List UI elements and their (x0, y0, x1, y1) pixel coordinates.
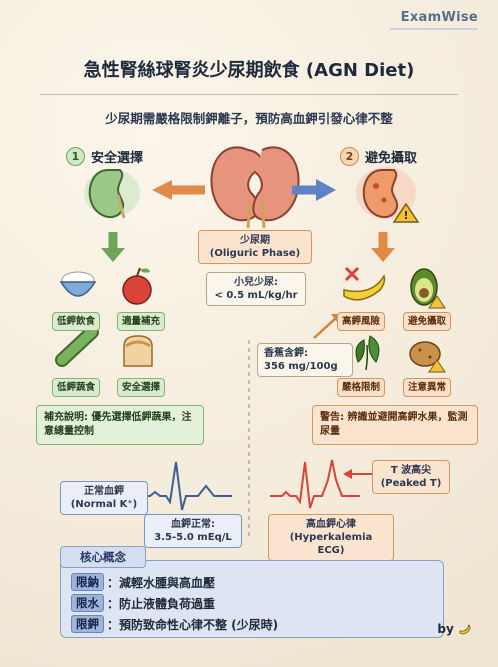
hyperkalemia-ecg-label: 高血鉀心律 (Hyperkalemia ECG) (268, 514, 394, 561)
core-concept-panel: 限鈉 ：減輕水腫與高血壓 限水 ：防止液體負荷過重 限鉀 ：預防致命性心律不整 … (60, 560, 444, 638)
right-section-heading: 2 避免攝取 (340, 147, 417, 166)
apple-icon (122, 267, 152, 305)
core-tag-sodium: 限鈉 (71, 573, 104, 591)
peaked-t-text: T 波高尖 (Peaked T) (380, 465, 442, 489)
banana-note-arrow-icon (313, 317, 337, 339)
left-section-title: 安全選擇 (91, 151, 144, 166)
avocado-icon (410, 268, 446, 309)
title-divider (40, 94, 458, 95)
oliguric-phase-text: 少尿期 (Oliguric Phase) (209, 235, 301, 259)
core-text-water: ：防止液體負荷過重 (107, 596, 216, 611)
left-supplement-note: 補充說明: 優先選擇低鉀蔬果，注意總量控制 (36, 405, 204, 445)
core-text-sodium: ：減輕水腫與高血壓 (107, 575, 216, 590)
page-subtitle: 少尿期需嚴格限制鉀離子，預防高血鉀引發心律不整 (105, 111, 393, 126)
hyperkalemia-ecg-text: 高血鉀心律 (Hyperkalemia ECG) (289, 519, 373, 556)
footer-by-text: by (437, 622, 454, 636)
peaked-t-label: T 波高尖 (Peaked T) (372, 460, 450, 494)
normal-k-label: 正常血鉀 (Normal K⁺) (60, 481, 148, 515)
banana-potassium-text: 香蕉含鉀: 356 mg/100g (264, 348, 338, 372)
food-label-strict-limit: 嚴格限制 (337, 378, 386, 397)
hyperkalemia-ecg-trace (270, 459, 360, 509)
food-label-low-k-diet: 低鉀飲食 (52, 312, 101, 331)
core-tag-water: 限水 (71, 594, 104, 612)
potato-icon (409, 341, 446, 373)
brand-logo: ExamWise (400, 10, 478, 25)
food-label-avoid: 避免攝取 (403, 312, 452, 331)
core-row-potassium: 限鉀 ：預防致命性心律不整 (少尿時) (71, 615, 278, 633)
left-section-number: 1 (66, 147, 85, 166)
food-label-caution: 注意異常 (403, 378, 452, 397)
right-warning-note: 警告: 辨識並避開高鉀水果，監測尿量 (312, 405, 478, 445)
core-concept-heading: 核心概念 (60, 546, 146, 568)
child-urine-label: 小兒少尿: < 0.5 mL/kg/hr (206, 272, 306, 306)
banana-potassium-note: 香蕉含鉀: 356 mg/100g (257, 343, 353, 377)
brand-underline (390, 28, 478, 30)
food-label-low-k-veg: 低鉀蔬食 (52, 378, 101, 397)
footer-credit: by (437, 622, 472, 637)
central-kidney-icon (210, 146, 300, 229)
page-title: 急性腎絲球腎炎少尿期飲食 (AGN Diet) (83, 60, 415, 81)
svg-text:!: ! (403, 209, 408, 222)
core-row-water: 限水 ：防止液體負荷過重 (71, 594, 215, 612)
food-label-safe: 安全選擇 (117, 378, 166, 397)
food-label-moderate: 適量補充 (117, 312, 166, 331)
banana-icon (343, 266, 386, 301)
healthy-kidney-icon (84, 169, 140, 219)
right-section-title: 避免攝取 (365, 151, 418, 166)
normal-k-text: 正常血鉀 (Normal K⁺) (70, 486, 138, 510)
normal-k-range-label: 血鉀正常: 3.5-5.0 mEq/L (144, 514, 242, 548)
rice-bowl-icon (59, 271, 97, 297)
core-tag-potassium: 限鉀 (71, 615, 104, 633)
normal-k-range-text: 血鉀正常: 3.5-5.0 mEq/L (154, 519, 232, 543)
core-row-sodium: 限鈉 ：減輕水腫與高血壓 (71, 573, 215, 591)
damaged-kidney-icon: ! (356, 167, 420, 223)
banana-logo-icon (458, 623, 472, 637)
normal-ecg-trace (136, 461, 232, 511)
left-section-heading: 1 安全選擇 (66, 147, 143, 166)
child-urine-text: 小兒少尿: < 0.5 mL/kg/hr (214, 277, 298, 301)
food-label-high-k-risk: 高鉀風險 (337, 312, 386, 331)
oliguric-phase-label: 少尿期 (Oliguric Phase) (198, 230, 312, 264)
cucumber-icon (55, 325, 99, 367)
spinach-icon (355, 335, 380, 371)
bread-icon (123, 335, 153, 367)
core-text-potassium: ：預防致命性心律不整 (少尿時) (107, 617, 279, 632)
right-section-number: 2 (340, 147, 359, 166)
